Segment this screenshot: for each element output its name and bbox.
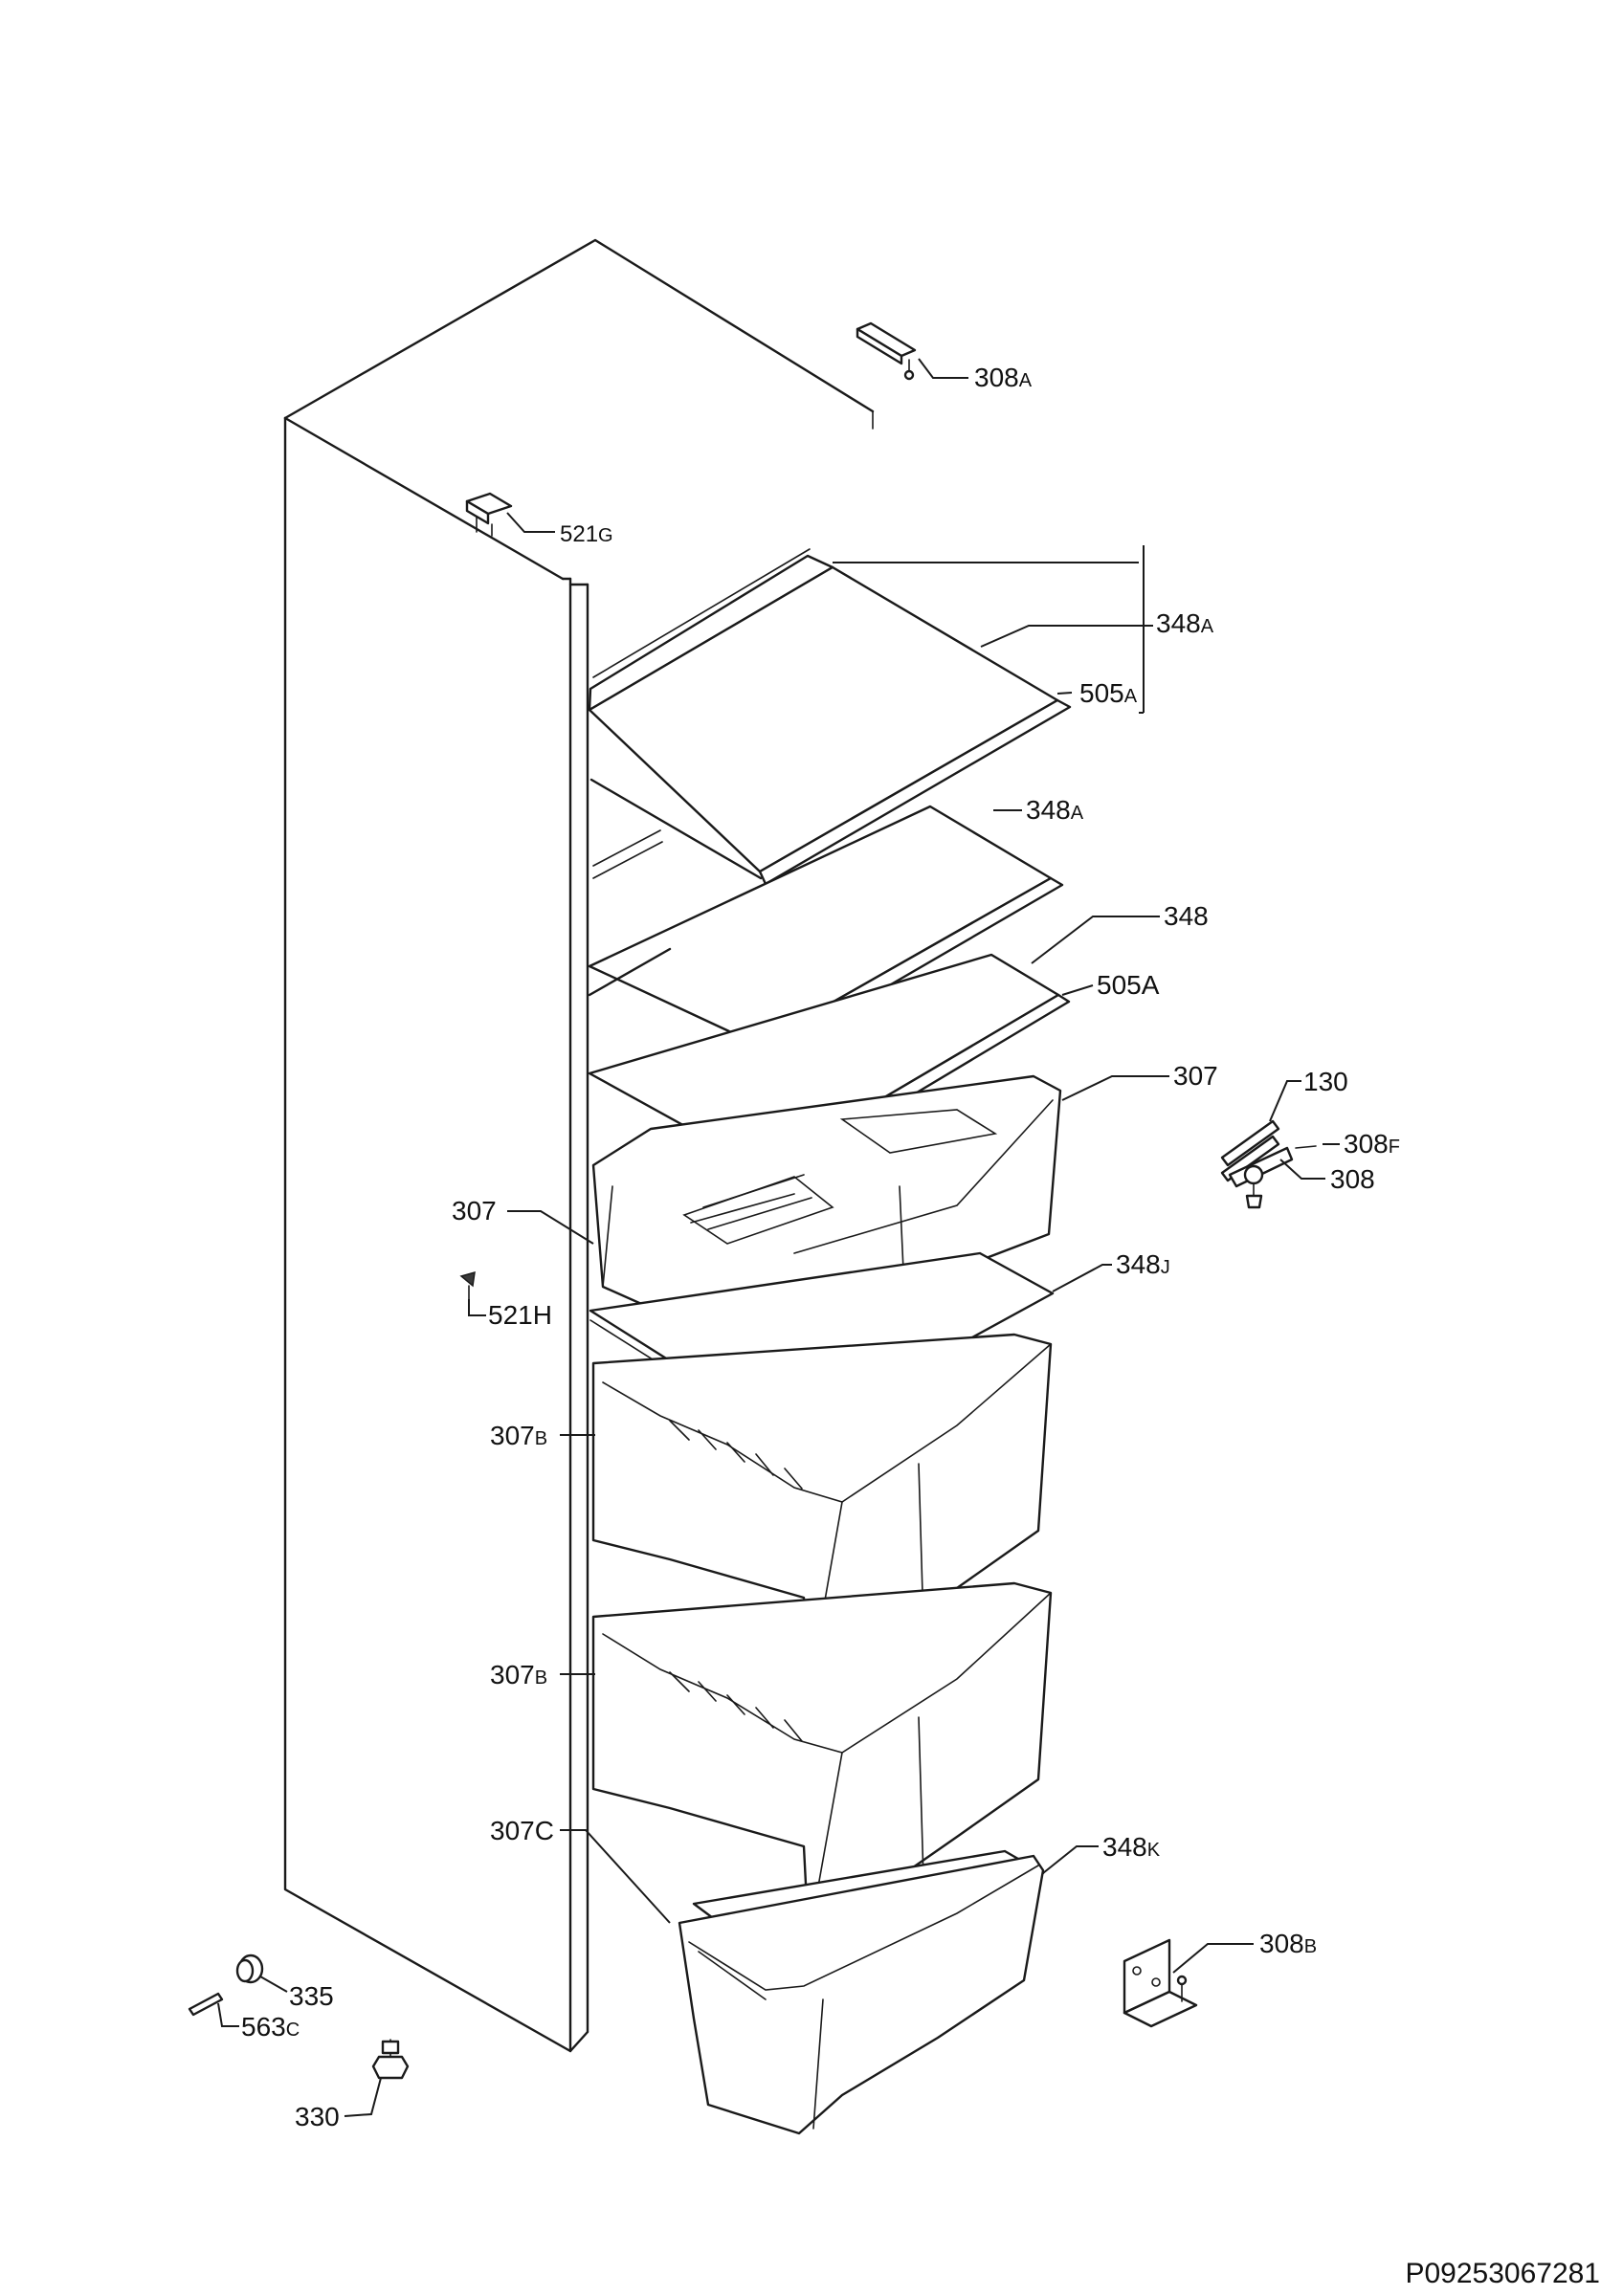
bracket-308b xyxy=(1123,1938,1198,2028)
drawer-307c xyxy=(678,1854,1045,2135)
label-307-left: 307 xyxy=(452,1196,497,1225)
label-307-right: 307 xyxy=(1173,1061,1218,1091)
label-521h: 521H xyxy=(488,1300,552,1330)
hinge-130-308 xyxy=(1220,1119,1317,1209)
roller-335 xyxy=(235,1954,264,1984)
label-307b-lower: 307B xyxy=(490,1660,547,1689)
diagram-code: P09253067281 xyxy=(1405,2258,1600,2289)
label-521g: 521G xyxy=(560,521,613,547)
screw-521h xyxy=(459,1270,476,1300)
label-130: 130 xyxy=(1303,1067,1348,1096)
shelf-348a-top xyxy=(588,548,1072,886)
pin-563c xyxy=(188,1992,224,2017)
leader-lines xyxy=(217,358,1340,2117)
label-348k: 348K xyxy=(1102,1832,1161,1862)
label-308a: 308A xyxy=(974,363,1033,392)
label-348: 348 xyxy=(1164,901,1209,931)
label-348j: 348J xyxy=(1116,1249,1170,1279)
cabinet-body xyxy=(283,238,875,2053)
label-307c: 307C xyxy=(490,1816,554,1845)
hinge-308a xyxy=(856,321,917,381)
label-505a-top: 505A xyxy=(1079,678,1138,708)
label-308b: 308B xyxy=(1259,1929,1317,1958)
label-308: 308 xyxy=(1330,1164,1375,1194)
label-330: 330 xyxy=(295,2102,340,2131)
cap-521g xyxy=(465,492,513,537)
foot-330 xyxy=(371,2039,410,2080)
label-563c: 563C xyxy=(241,2012,300,2042)
part-labels: 308A 521G 348A 505A 348A 348 505A 307 13… xyxy=(241,363,1400,2131)
label-348a-top: 348A xyxy=(1156,608,1214,638)
label-505a-lower: 505A xyxy=(1097,970,1160,1000)
label-308f: 308F xyxy=(1344,1129,1400,1159)
label-348a-middle: 348A xyxy=(1026,795,1084,825)
label-335: 335 xyxy=(289,1981,334,2011)
label-307b-upper: 307B xyxy=(490,1421,547,1450)
